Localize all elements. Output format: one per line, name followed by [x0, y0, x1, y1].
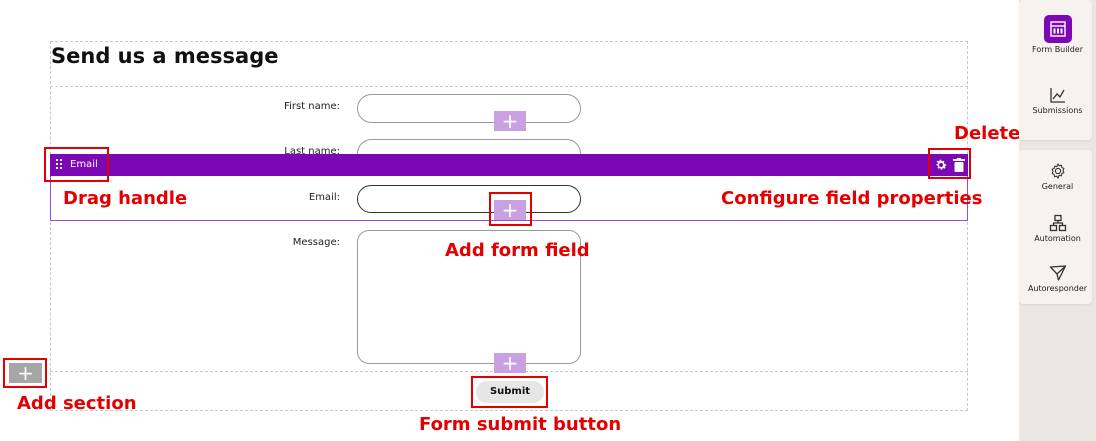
- sidebar-item-form-builder[interactable]: Form Builder: [1019, 15, 1096, 54]
- annotation-box-drag-handle: [44, 147, 109, 182]
- right-sidebar: Form Builder Submissions General Automat…: [1019, 0, 1096, 441]
- add-section-button[interactable]: +: [9, 363, 42, 383]
- gear-icon[interactable]: [934, 158, 948, 172]
- annotation-box-add-field: [489, 192, 532, 226]
- sidebar-item-label: Form Builder: [1032, 45, 1083, 54]
- chart-icon: [1049, 88, 1065, 103]
- first-name-input[interactable]: [357, 94, 581, 123]
- sidebar-item-automation[interactable]: Automation: [1019, 214, 1096, 243]
- sidebar-item-label: Submissions: [1032, 106, 1083, 115]
- annotation-box-submit: [471, 376, 548, 408]
- field-label-email: Email:: [308, 192, 340, 203]
- gear-icon: [1051, 163, 1064, 179]
- selected-field-outline: [50, 176, 968, 221]
- annotation-add-form-field: Add form field: [445, 240, 590, 261]
- annotation-drag-handle: Drag handle: [63, 188, 188, 209]
- selected-field-name: Email: [70, 159, 98, 170]
- sidebar-item-label: Autoresponder: [1027, 284, 1088, 293]
- field-label-message: Message:: [292, 237, 340, 248]
- message-textarea[interactable]: [357, 230, 581, 364]
- field-label-first-name: First name:: [284, 101, 340, 112]
- field-label-last-name: Last name:: [284, 146, 340, 157]
- flow-icon: [1049, 214, 1066, 232]
- annotation-box-add-section: [3, 358, 47, 388]
- submit-button[interactable]: Submit: [476, 381, 544, 403]
- form-canvas: [50, 41, 968, 411]
- sidebar-item-autoresponder[interactable]: Autoresponder: [1019, 264, 1096, 293]
- sidebar-item-label: General: [1041, 182, 1074, 191]
- trash-icon[interactable]: [953, 158, 965, 172]
- annotation-configure-field: Configure field properties: [721, 188, 983, 209]
- sidebar-item-general[interactable]: General: [1019, 162, 1096, 191]
- section-divider: [50, 86, 968, 87]
- form-title[interactable]: Send us a message: [51, 44, 279, 68]
- sidebar-item-label: Automation: [1034, 234, 1081, 243]
- email-input[interactable]: [357, 185, 581, 213]
- add-field-button[interactable]: +: [494, 200, 526, 220]
- selected-field-toolbar[interactable]: Email: [50, 154, 968, 176]
- annotation-box-field-actions: [928, 148, 971, 179]
- add-field-button[interactable]: +: [494, 111, 526, 131]
- drag-handle-icon[interactable]: [56, 159, 62, 171]
- annotation-add-section: Add section: [17, 393, 137, 414]
- paper-plane-icon: [1049, 265, 1066, 281]
- annotation-form-submit: Form submit button: [419, 414, 622, 435]
- add-field-button[interactable]: +: [494, 353, 526, 373]
- sidebar-item-submissions[interactable]: Submissions: [1019, 86, 1096, 115]
- form-builder-icon: [1043, 15, 1072, 43]
